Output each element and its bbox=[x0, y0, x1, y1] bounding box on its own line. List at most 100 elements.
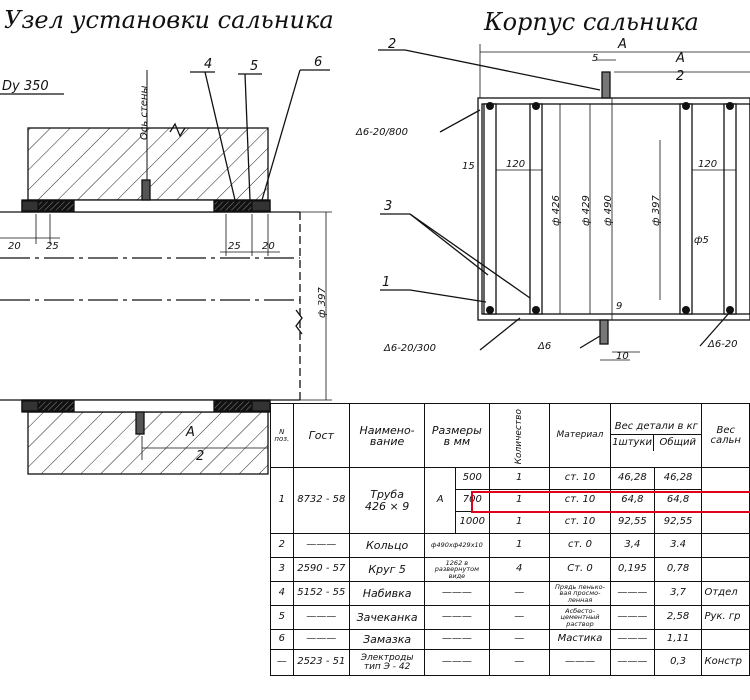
header-name: Наимено-вание bbox=[348, 403, 426, 468]
cell-pos: 3 bbox=[270, 557, 294, 582]
dim-20-right: 20 bbox=[262, 241, 275, 252]
cell-qty: — bbox=[488, 649, 550, 676]
cell-a: 1000 bbox=[455, 511, 490, 534]
cell-total: 64,8 bbox=[653, 489, 703, 512]
cell-gost: ——— bbox=[292, 605, 350, 630]
cell-qty: — bbox=[488, 605, 550, 630]
cell-gost: 8732 - 58 bbox=[292, 467, 350, 534]
dim-a-half-num-right: А bbox=[676, 51, 685, 66]
ring-right-outer bbox=[723, 103, 737, 315]
cell-size: ——— bbox=[424, 605, 490, 630]
cell-size-letter: А bbox=[424, 467, 457, 534]
ring-right-inner bbox=[679, 103, 693, 315]
cell-extra bbox=[701, 557, 750, 582]
dim-5: 5 bbox=[592, 53, 599, 64]
cell-piece: 46,28 bbox=[610, 467, 655, 490]
cell-total: 92,55 bbox=[653, 511, 703, 534]
cell-name: Замазка bbox=[348, 629, 426, 650]
callout-5: 5 bbox=[250, 59, 259, 74]
header-weight-piece: 1штуки bbox=[612, 434, 655, 452]
cell-extra bbox=[701, 629, 750, 650]
dim-dia-429: ф 429 bbox=[581, 195, 592, 226]
dim-10: 10 bbox=[616, 351, 629, 362]
cell-size: ——— bbox=[424, 581, 490, 606]
wall-axis-label: Ось стены bbox=[139, 85, 150, 140]
weld-label-bottom-right: Δ6-20 bbox=[708, 339, 738, 350]
cell-a: 700 bbox=[455, 489, 490, 512]
dim-dia-490: ф 490 bbox=[603, 195, 614, 226]
cell-pos: 6 bbox=[270, 629, 294, 650]
table-header-row: N поз. Гост Наимено-вание Размеры в мм К… bbox=[270, 403, 750, 468]
cell-total: 2,58 bbox=[653, 605, 703, 630]
cell-piece: ——— bbox=[610, 629, 655, 650]
table-row: 3 2590 - 57 Круг 5 1262 в развернутом ви… bbox=[270, 557, 750, 582]
dim-a-half-den-right: 2 bbox=[676, 69, 685, 84]
dim-a-half-den: 2 bbox=[196, 449, 205, 464]
cell-piece: 0,195 bbox=[610, 557, 655, 582]
cell-total: 3.4 bbox=[653, 533, 703, 558]
cell-piece: ——— bbox=[610, 605, 655, 630]
cell-qty: — bbox=[488, 629, 550, 650]
cell-total: 1,11 bbox=[653, 629, 703, 650]
cell-gost: ——— bbox=[292, 533, 350, 558]
cell-material: Мастика bbox=[548, 629, 612, 650]
cell-total: 3,7 bbox=[653, 581, 703, 606]
cell-name: Набивка bbox=[348, 581, 426, 606]
dim-15: 15 bbox=[462, 161, 475, 172]
table-row: — 2523 - 51 Электроды тип Э - 42 ——— — —… bbox=[270, 649, 750, 676]
cell-name: Круг 5 bbox=[348, 557, 426, 582]
dim-dia-397-left: ф 397 bbox=[317, 287, 328, 318]
cell-total: 46,28 bbox=[653, 467, 703, 490]
weld-label-bottom-left: Δ6-20/300 bbox=[384, 343, 436, 354]
cell-pos: — bbox=[270, 649, 294, 676]
weld-label-top: Δ6-20/800 bbox=[356, 127, 408, 138]
cell-total: 0,78 bbox=[653, 557, 703, 582]
packing-upper-left bbox=[37, 200, 75, 212]
dim-120-right: 120 bbox=[698, 159, 718, 170]
cell-piece: 64,8 bbox=[610, 489, 655, 512]
cell-piece: 3,4 bbox=[610, 533, 655, 558]
cell-piece: 92,55 bbox=[610, 511, 655, 534]
cell-pos: 1 bbox=[270, 467, 294, 534]
right-title: Корпус сальника bbox=[484, 8, 699, 36]
cell-size: ——— bbox=[424, 629, 490, 650]
right-body-view bbox=[378, 44, 750, 361]
header-weight-assembly: Вес сальн bbox=[701, 403, 750, 468]
packing-lower-left bbox=[37, 400, 75, 412]
cell-piece: ——— bbox=[610, 649, 655, 676]
cell-pos: 2 bbox=[270, 533, 294, 558]
dim-a-half-num: А bbox=[186, 425, 195, 440]
packing-lower-right bbox=[213, 400, 253, 412]
cell-name: Зачеканка bbox=[348, 605, 426, 630]
callout-3: 3 bbox=[384, 199, 393, 214]
cell-gost: ——— bbox=[292, 629, 350, 650]
cell-qty: 1 bbox=[488, 489, 550, 512]
header-material: Материал bbox=[548, 403, 612, 468]
left-title: Узел установки сальника bbox=[4, 6, 334, 34]
cell-piece: ——— bbox=[610, 581, 655, 606]
header-sizes: Размеры в мм bbox=[424, 403, 490, 468]
dim-dia-397-right: ф 397 bbox=[651, 195, 662, 226]
cell-qty: 4 bbox=[488, 557, 550, 582]
cell-qty: — bbox=[488, 581, 550, 606]
cell-gost: 2590 - 57 bbox=[292, 557, 350, 582]
table-row: 5 ——— Зачеканка ——— — Асбесто-цементный … bbox=[270, 605, 750, 630]
dy-label: Dу 350 bbox=[2, 79, 49, 94]
cell-qty: 1 bbox=[488, 511, 550, 534]
dim-25-right: 25 bbox=[228, 241, 241, 252]
header-gost: Гост bbox=[292, 403, 350, 468]
ring-left-inner bbox=[529, 103, 543, 315]
header-weight-total: Общий bbox=[659, 436, 696, 448]
callout-4: 4 bbox=[204, 57, 213, 72]
cell-qty: 1 bbox=[488, 467, 550, 490]
cell-material: ст. 10 bbox=[548, 467, 612, 490]
dim-9: 9 bbox=[616, 301, 623, 312]
ring-left-outer bbox=[483, 103, 497, 315]
cell-material: ст. 0 bbox=[548, 533, 612, 558]
cell-material: ст. 10 bbox=[548, 489, 612, 512]
header-pos: N поз. bbox=[270, 403, 294, 468]
left-assembly-view bbox=[0, 69, 332, 475]
cell-size: ——— bbox=[424, 649, 490, 676]
